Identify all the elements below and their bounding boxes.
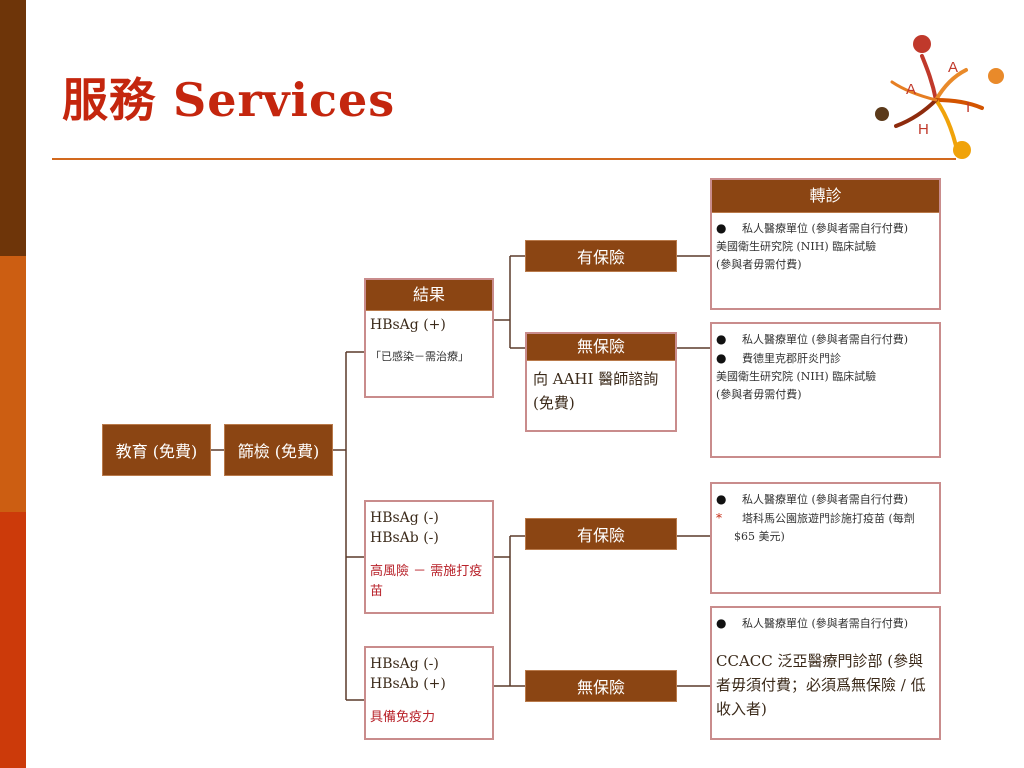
has-insurance-node-2: 有保險	[525, 518, 677, 550]
neg-pos-hbsag: HBsAg (-)	[370, 656, 439, 672]
title-divider	[52, 158, 956, 160]
sidebar-middle-band	[0, 256, 26, 512]
result-hbsag-positive: HBsAg (+)	[370, 317, 446, 333]
referral-nih-free: (參與者毋需付費)	[716, 258, 802, 271]
consult-aahi-doctor-note: 向 AAHI 醫師諮詢 (免費)	[533, 370, 659, 412]
asterisk-icon: *	[716, 511, 722, 525]
page-title: 服務 Services	[62, 73, 396, 127]
logo-letter-2: A	[948, 59, 958, 76]
sidebar-bottom-band	[0, 512, 26, 768]
neg-pos-immune-note: 具備免疫力	[370, 710, 436, 725]
no-insurance-node-2: 無保險	[525, 670, 677, 702]
neg-neg-hbsab: HBsAb (-)	[370, 530, 439, 546]
no-insurance-box-1: 無保險 向 AAHI 醫師諮詢 (免費)	[525, 332, 677, 432]
no-insurance-options-box-1: ● 私人醫療單位 (參與者需自行付費) ● 費德里克郡肝炎門診 美國衛生研究院 (N…	[710, 322, 941, 458]
bullet-icon: ●	[716, 351, 727, 365]
opt2-vaccine-price: $65 美元)	[734, 530, 785, 543]
logo-letter-3: H	[918, 121, 929, 138]
referral-nih-trial: 美國衛生研究院 (NIH) 臨床試驗	[716, 240, 877, 253]
sidebar-top-band	[0, 0, 26, 256]
opt1-nih-free: (參與者毋需付費)	[716, 388, 802, 401]
opt2-takoma-travel-clinic: 塔科馬公園旅遊門診施打疫苗 (每劑	[742, 512, 915, 525]
logo-letter-4: I	[966, 99, 970, 116]
opt1-private-clinic: 私人醫療單位 (參與者需自行付費)	[742, 333, 909, 346]
bullet-icon: ●	[716, 492, 727, 506]
bullet-icon: ●	[716, 616, 727, 630]
has-insurance-node-1: 有保險	[525, 240, 677, 272]
has-insurance-options-box-2: ● 私人醫療單位 (參與者需自行付費) * 塔科馬公園旅遊門診施打疫苗 (每劑 $6…	[710, 482, 941, 594]
referral-header: 轉診	[712, 180, 939, 213]
opt1-nih-trial: 美國衛生研究院 (NIH) 臨床試驗	[716, 370, 877, 383]
opt2-private-clinic: 私人醫療單位 (參與者需自行付費)	[742, 493, 909, 506]
logo-letter-1: A	[906, 81, 916, 98]
opt3-private-clinic: 私人醫療單位 (參與者需自行付費)	[742, 617, 909, 630]
no-insurance-header-1: 無保險	[527, 334, 675, 361]
bullet-icon: ●	[716, 221, 727, 235]
bullet-icon: ●	[716, 332, 727, 346]
result-negative-negative-box: HBsAg (-) HBsAb (-) 高風險 － 需施打疫苗	[364, 500, 494, 614]
neg-pos-hbsab: HBsAb (+)	[370, 676, 446, 692]
opt3-ccacc-clinic: CCACC 泛亞醫療門診部 (參與者毋須付費；必須爲無保險 / 低收入者)	[716, 652, 926, 718]
no-insurance-options-box-2: ● 私人醫療單位 (參與者需自行付費) CCACC 泛亞醫療門診部 (參與者毋須付…	[710, 606, 941, 740]
neg-neg-high-risk-note: 高風險 － 需施打疫苗	[370, 564, 483, 599]
education-node: 教育 (免費)	[102, 424, 211, 476]
result-negative-positive-box: HBsAg (-) HBsAb (+) 具備免疫力	[364, 646, 494, 740]
neg-neg-hbsag: HBsAg (-)	[370, 510, 439, 526]
result-header: 結果	[366, 280, 492, 311]
referral-private-clinic: 私人醫療單位 (參與者需自行付費)	[742, 222, 909, 235]
result-positive-box: 結果 HBsAg (+) 「已感染－需治療」	[364, 278, 494, 398]
result-infected-note: 「已感染－需治療」	[370, 350, 469, 363]
screening-node: 篩檢 (免費)	[224, 424, 333, 476]
aahi-logo: A A H I	[875, 35, 1004, 159]
referral-box: 轉診 ● 私人醫療單位 (參與者需自行付費) 美國衛生研究院 (NIH) 臨床試驗…	[710, 178, 941, 310]
opt1-frederick-clinic: 費德里克郡肝炎門診	[742, 352, 841, 365]
